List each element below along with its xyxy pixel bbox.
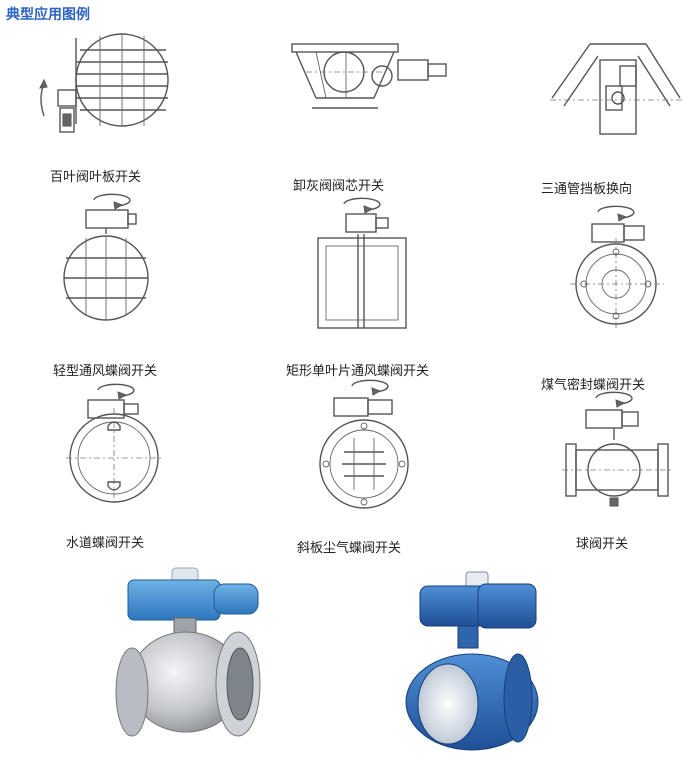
caption-three-way: 三通管挡板换向 — [541, 182, 633, 197]
caption-water: 水道蝶阀开关 — [66, 536, 145, 551]
page-title: 典型应用图例 — [6, 7, 90, 23]
ash-valve-diagram — [286, 36, 456, 136]
gas-seal-butterfly-diagram — [568, 198, 672, 338]
caption-gas-seal: 煤气密封蝶阀开关 — [541, 378, 646, 393]
louver-valve-diagram — [30, 28, 180, 148]
caption-slant-plate: 斜板尘气蝶阀开关 — [297, 541, 402, 556]
rectangular-butterfly-diagram — [310, 190, 414, 330]
ball-valve-photo — [110, 560, 270, 755]
caption-ash-valve: 卸灰阀阀芯开关 — [293, 179, 385, 194]
caption-light-butterfly: 轻型通风蝶阀开关 — [53, 364, 158, 379]
water-butterfly-diagram — [62, 378, 174, 508]
butterfly-valve-photo — [400, 566, 550, 756]
three-way-diverter-diagram — [546, 40, 686, 140]
caption-rectangular: 矩形单叶片通风蝶阀开关 — [286, 364, 430, 379]
caption-ball-valve: 球阀开关 — [576, 537, 629, 552]
ball-valve-diagram — [562, 386, 672, 516]
slant-plate-butterfly-diagram — [312, 372, 422, 512]
caption-louver: 百叶阀叶板开关 — [50, 170, 142, 185]
light-butterfly-diagram — [56, 192, 166, 327]
